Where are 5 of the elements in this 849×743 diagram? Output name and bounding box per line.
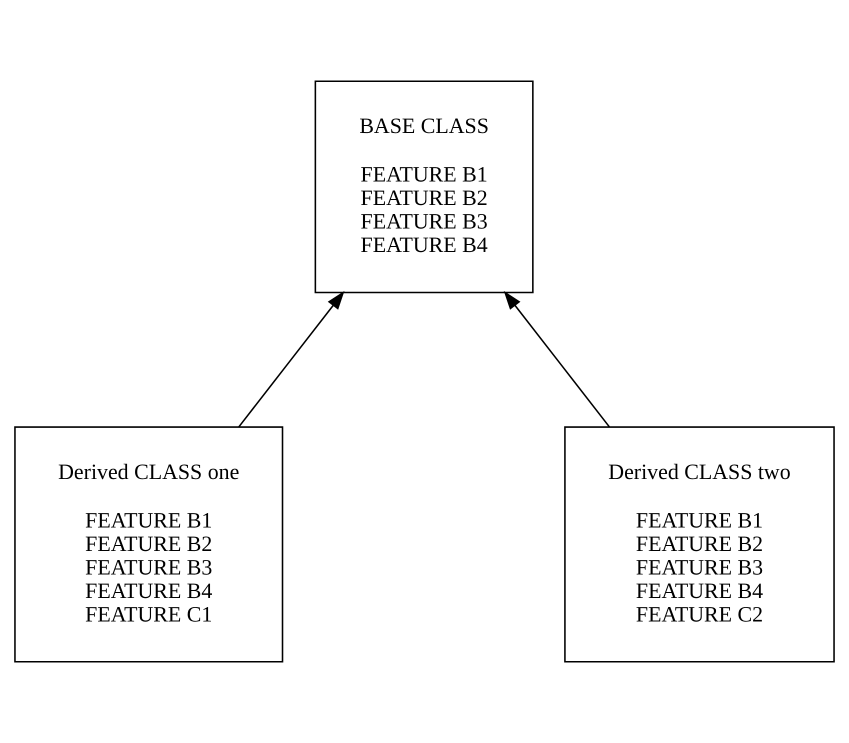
node-box: Derived CLASS two FEATURE B1 FEATURE B2 FEATURE B3 FEATURE B4 FEATURE C2 (564, 426, 835, 663)
node-box: Derived CLASS one FEATURE B1 FEATURE B2 FEATURE B3 FEATURE B4 FEATURE C1 (14, 426, 284, 663)
arrow (238, 290, 344, 428)
node-box: BASE CLASS FEATURE B1 FEATURE B2 FEATURE B3 FEATURE B4 (314, 80, 534, 294)
arrow (504, 290, 610, 428)
